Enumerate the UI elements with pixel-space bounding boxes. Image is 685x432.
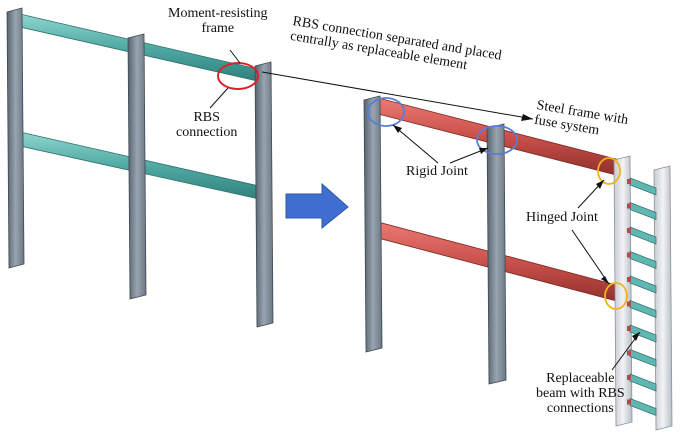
fuse-system — [613, 155, 673, 431]
hinged-joint-label: Hinged Joint — [526, 210, 598, 225]
hinged-joint-circle-2 — [604, 282, 628, 310]
fuse-rung — [629, 373, 657, 392]
replaceable-arrowhead — [632, 332, 640, 341]
fuse-rung — [629, 250, 657, 270]
rbs-connection-label: RBS connection — [176, 110, 238, 140]
transform-arrow — [285, 182, 349, 230]
fuse-bolt — [627, 203, 631, 209]
hinged-joint-leader-2 — [571, 229, 610, 285]
rigid-joint-leader-1 — [392, 124, 439, 164]
replaceable-beam-label: Replaceable beam with RBS connections — [536, 371, 625, 416]
right-column-2 — [486, 123, 507, 385]
rigid-joint-label: Rigid Joint — [406, 164, 468, 179]
fuse-bolt — [627, 350, 631, 356]
left-column-3 — [254, 61, 274, 328]
fuse-rung — [629, 177, 657, 196]
hinged-joint-arrowhead-1 — [596, 180, 604, 189]
fuse-bolt — [627, 399, 631, 405]
fuse-rung — [629, 275, 657, 294]
fuse-bolt — [627, 326, 631, 331]
rbs-highlight-circle — [217, 62, 259, 90]
separated-leader — [261, 71, 534, 120]
right-column-1 — [363, 95, 383, 353]
fuse-rung — [629, 226, 657, 245]
left-column-2 — [127, 33, 147, 300]
fuse-rung — [629, 397, 657, 417]
fuse-bolt — [627, 375, 631, 380]
fuse-rung — [629, 299, 657, 319]
separated-leader-arrowhead — [521, 114, 533, 121]
rigid-joint-arrowhead-1 — [393, 125, 402, 133]
fuse-bolt — [627, 277, 631, 282]
moment-frame-leader — [229, 49, 241, 64]
rigid-joint-arrowhead-2 — [479, 148, 488, 154]
rigid-joint-circle-1 — [367, 97, 405, 127]
left-column-1 — [6, 7, 25, 269]
hinged-joint-arrowhead-2 — [601, 276, 609, 284]
rbs-leader-line — [209, 87, 229, 109]
fuse-bolt — [627, 179, 631, 184]
moment-frame-label: Moment-resisting frame — [168, 6, 268, 36]
fuse-bolt — [627, 301, 631, 307]
fuse-rung — [629, 201, 657, 221]
hinged-joint-circle-1 — [597, 157, 621, 185]
rigid-joint-circle-2 — [476, 125, 518, 155]
fuse-bolt — [627, 228, 631, 233]
fuse-rung — [629, 348, 657, 368]
fuse-bolt — [627, 252, 631, 258]
